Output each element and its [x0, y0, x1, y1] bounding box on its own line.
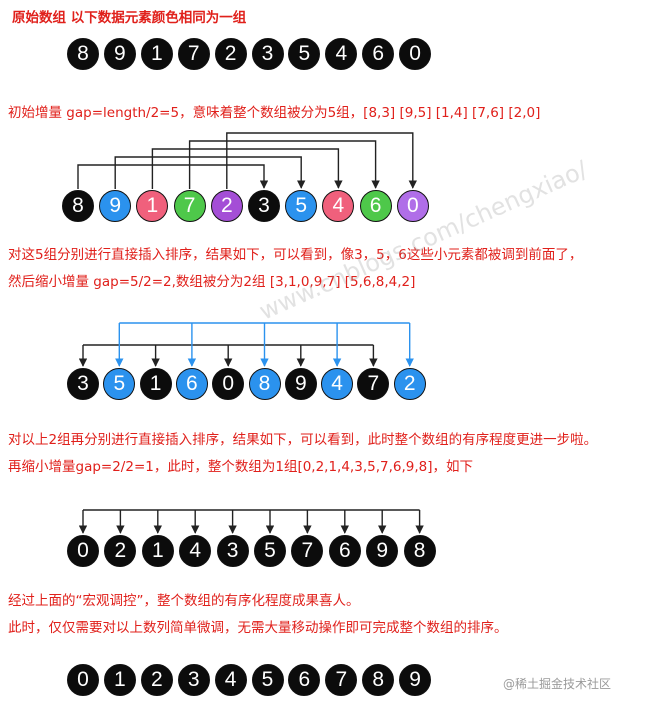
gap5-pair-arrow	[226, 132, 417, 189]
caption-step1: 初始增量 gap=length/2=5，意味着整个数组被分为5组，[8,3] […	[8, 105, 541, 121]
caption-step4-line1: 经过上面的“宏观调控”，整个数组的有序化程度成果喜人。	[8, 593, 360, 609]
caption-step4-line2: 此时，仅仅需要对以上数列简单微调，无需大量移动操作即可完成整个数组的排序。	[8, 620, 508, 636]
arrow-group	[77, 132, 424, 534]
caption-step2-line2: 然后缩小增量 gap=5/2=2,数组被分为2组 [3,1,0,9,7] [5,…	[8, 274, 416, 290]
caption-step3-line2: 再缩小增量gap=2/2=1，此时，整个数组为1组[0,2,1,4,3,5,7,…	[8, 459, 473, 475]
caption-step2-line1: 对这5组分别进行直接插入排序，结果如下，可以看到，像3，5，6这些小元素都被调到…	[8, 247, 583, 263]
caption-step3-line1: 对以上2组再分别进行直接插入排序，结果如下，可以看到，此时整个数组的有序程度更进…	[8, 432, 598, 448]
footer-credit: @稀土掘金技术社区	[503, 677, 612, 691]
gap5-pair-arrow	[151, 148, 343, 189]
caption-original: 原始数组 以下数据元素颜色相同为一组	[12, 10, 247, 26]
gap5-pair-arrow	[188, 140, 380, 189]
gap5-pair-arrow	[114, 156, 306, 189]
gap5-pair-arrow	[77, 164, 269, 189]
